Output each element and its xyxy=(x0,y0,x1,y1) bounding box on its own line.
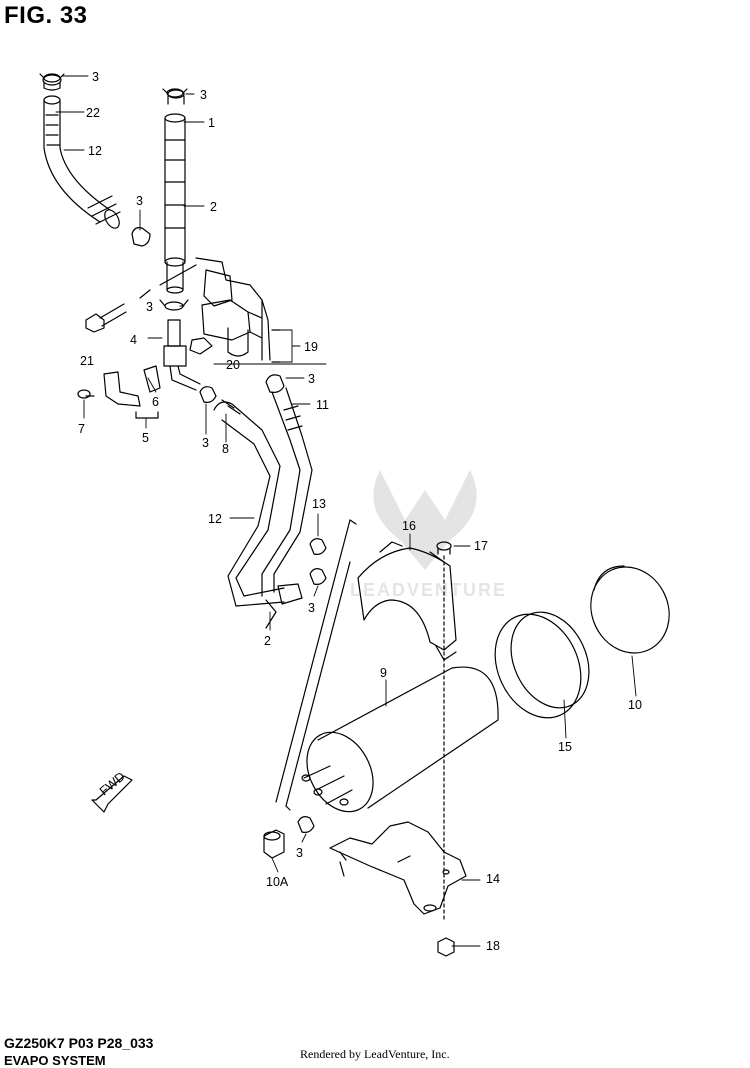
callout-1: 1 xyxy=(208,116,215,130)
callout-3: 3 xyxy=(146,300,153,314)
hose-8[interactable] xyxy=(213,399,285,607)
callout-11: 11 xyxy=(316,398,329,412)
clamp-3-hose8[interactable] xyxy=(199,386,217,403)
watermark-text: LEADVENTURE xyxy=(350,580,508,600)
clamp-3-hose12[interactable] xyxy=(309,538,327,555)
canister-9[interactable] xyxy=(294,666,499,823)
callout-3: 3 xyxy=(308,601,315,615)
callout-14: 14 xyxy=(486,872,500,886)
section-title: EVAPO SYSTEM xyxy=(4,1053,106,1068)
callout-3: 3 xyxy=(308,372,315,386)
callout-5: 5 xyxy=(142,431,149,445)
ring-15[interactable] xyxy=(479,599,604,731)
plug-10A[interactable] xyxy=(263,829,285,859)
bolt-17[interactable] xyxy=(436,541,452,921)
callout-7: 7 xyxy=(78,422,85,436)
fwd-arrow-icon: FWD xyxy=(91,769,133,813)
screw-7[interactable] xyxy=(77,389,95,399)
diagram-code: GZ250K7 P03 P28_033 xyxy=(4,1035,154,1051)
nut-18[interactable] xyxy=(437,937,455,957)
flame-logo-icon xyxy=(373,470,477,570)
callout-15: 15 xyxy=(558,740,572,754)
callout-4: 4 xyxy=(130,333,137,347)
clamp-3-upper-pipe[interactable] xyxy=(162,88,188,98)
callout-19: 19 xyxy=(304,340,318,354)
callout-3: 3 xyxy=(296,846,303,860)
guide-line xyxy=(275,519,351,807)
callout-18: 18 xyxy=(486,939,500,953)
bolt-21[interactable] xyxy=(85,303,127,333)
callout-21: 21 xyxy=(80,354,94,368)
leader-lines xyxy=(55,75,637,947)
callout-8: 8 xyxy=(222,442,229,456)
clamp-3-hose2[interactable] xyxy=(309,568,327,585)
hose-11[interactable] xyxy=(261,387,313,597)
callout-17: 17 xyxy=(474,539,488,553)
callout-16: 16 xyxy=(402,519,416,533)
valve-19[interactable] xyxy=(139,257,281,363)
clamp-3-mid[interactable] xyxy=(131,227,151,247)
pipe-2-vertical[interactable] xyxy=(164,89,186,294)
clamp-3-upper-left[interactable] xyxy=(39,73,65,83)
grommet-20[interactable] xyxy=(189,337,213,355)
fitting-4[interactable] xyxy=(163,319,201,391)
callout-10: 10 xyxy=(628,698,642,712)
callout-labels: 3 22 12 3 1 2 3 3 21 4 19 20 3 11 6 7 5 … xyxy=(78,70,642,953)
watermark: LEADVENTURE xyxy=(350,460,505,600)
callout-2: 2 xyxy=(210,200,217,214)
callout-9: 9 xyxy=(380,666,387,680)
bracket-5-leader xyxy=(135,411,159,419)
callout-3: 3 xyxy=(200,88,207,102)
bracket-6[interactable] xyxy=(103,365,161,407)
callout-22: 22 xyxy=(86,106,100,120)
render-credit: Rendered by LeadVenture, Inc. xyxy=(300,1047,450,1061)
callout-2: 2 xyxy=(264,634,271,648)
cap-10[interactable] xyxy=(577,554,683,666)
clamp-3-canister[interactable] xyxy=(297,816,315,833)
callout-20: 20 xyxy=(226,358,240,372)
callout-12: 12 xyxy=(88,144,102,158)
clamp-3-hose11[interactable] xyxy=(265,374,285,393)
hose-2-lower[interactable] xyxy=(265,583,303,629)
bracket-14[interactable] xyxy=(329,821,467,915)
callout-13: 13 xyxy=(312,497,326,511)
callout-12: 12 xyxy=(208,512,222,526)
figure-title: FIG. 33 xyxy=(4,2,88,29)
callout-3a: 3 xyxy=(92,70,99,84)
callout-3: 3 xyxy=(136,194,143,208)
callout-3: 3 xyxy=(202,436,209,450)
clamp-3-valve[interactable] xyxy=(159,299,189,311)
callout-10A: 10A xyxy=(266,875,289,889)
hose-12-upper[interactable] xyxy=(42,74,122,231)
callout-6: 6 xyxy=(152,395,159,409)
